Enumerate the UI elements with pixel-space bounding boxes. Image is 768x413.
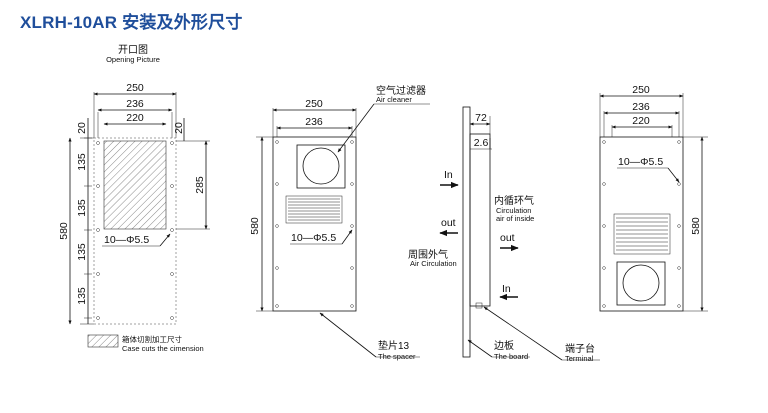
front-width-250: 250 — [305, 98, 323, 110]
side-gap-2-6: 2.6 — [474, 137, 489, 149]
back-width-236: 236 — [632, 101, 650, 113]
side-out-left: out — [441, 217, 456, 229]
opening-title-en: Opening Picture — [106, 55, 160, 64]
opening-width-220: 220 — [126, 112, 144, 124]
opening-height-285: 285 — [194, 176, 206, 194]
front-louver-grille — [285, 195, 343, 224]
terminal-label-en: Terminal — [565, 354, 594, 363]
side-in-bottom: In — [502, 283, 511, 295]
opening-seg-4: 135 — [76, 287, 88, 305]
spacer-label-cn: 垫片13 — [378, 339, 410, 352]
front-holes-callout: 10—Φ5.5 — [291, 232, 336, 244]
opening-top-margin-right: 20 — [173, 122, 185, 134]
circulation-label-en: Air Circulation — [410, 259, 457, 268]
cut-area — [103, 140, 167, 230]
legend: 箱体切割加工尺寸 Case cuts the cimension — [87, 334, 204, 353]
opening-view: 开口图 Opening Picture 250 236 220 580 — [58, 44, 210, 325]
back-fan-frame — [616, 261, 666, 306]
page-title: XLRH-10AR 安装及外形尺寸 — [20, 13, 243, 32]
opening-holes-callout: 10—Φ5.5 — [104, 234, 149, 246]
back-louver-grille — [613, 213, 671, 255]
back-height-580: 580 — [690, 217, 702, 235]
front-height-580: 580 — [249, 217, 261, 235]
opening-seg-2: 135 — [76, 199, 88, 217]
spacer-label-en: The spacer — [378, 352, 416, 361]
legend-label-en: Case cuts the cimension — [122, 344, 204, 353]
inner-circulation-label-en1: Circulation — [496, 206, 531, 215]
opening-title-cn: 开口图 — [118, 44, 148, 56]
back-holes-callout: 10—Φ5.5 — [618, 156, 663, 168]
front-view: 250 236 580 — [249, 84, 457, 361]
front-width-236: 236 — [305, 116, 323, 128]
side-view: 72 2.6 In out out In 内循环气 Circulation ai… — [439, 106, 600, 363]
front-fan-icon — [302, 147, 340, 185]
side-body — [469, 133, 491, 307]
circulation-label-cn: 周围外气 — [408, 248, 448, 261]
board-label-en: The board — [494, 352, 528, 361]
back-panel — [599, 136, 684, 312]
inner-circulation-label-en2: air of inside — [496, 214, 534, 223]
legend-label-cn: 箱体切割加工尺寸 — [122, 334, 182, 344]
front-fan-frame — [296, 144, 346, 189]
side-depth-72: 72 — [475, 112, 487, 124]
opening-height-580: 580 — [58, 222, 70, 240]
back-width-250: 250 — [632, 84, 650, 96]
opening-width-250: 250 — [126, 82, 144, 94]
back-fan-icon — [622, 264, 660, 302]
back-width-220: 220 — [632, 115, 650, 127]
side-board — [462, 106, 471, 358]
terminal-block — [475, 302, 483, 309]
inner-circulation-label-cn: 内循环气 — [494, 194, 534, 207]
opening-top-margin: 20 — [76, 122, 88, 134]
back-view: 250 236 220 580 10—Φ5.5 — [599, 84, 708, 312]
air-cleaner-label-en: Air cleaner — [376, 95, 412, 104]
terminal-label-cn: 端子台 — [565, 342, 595, 355]
side-in-top: In — [444, 169, 453, 181]
legend-hatch-swatch — [87, 334, 119, 348]
board-label-cn: 边板 — [494, 339, 514, 352]
front-panel — [272, 136, 357, 312]
opening-width-236: 236 — [126, 98, 144, 110]
side-out-right: out — [500, 232, 515, 244]
case-outline — [93, 137, 177, 325]
air-cleaner-label-cn: 空气过滤器 — [376, 84, 426, 97]
opening-seg-1: 135 — [76, 153, 88, 171]
opening-seg-3: 135 — [76, 243, 88, 261]
